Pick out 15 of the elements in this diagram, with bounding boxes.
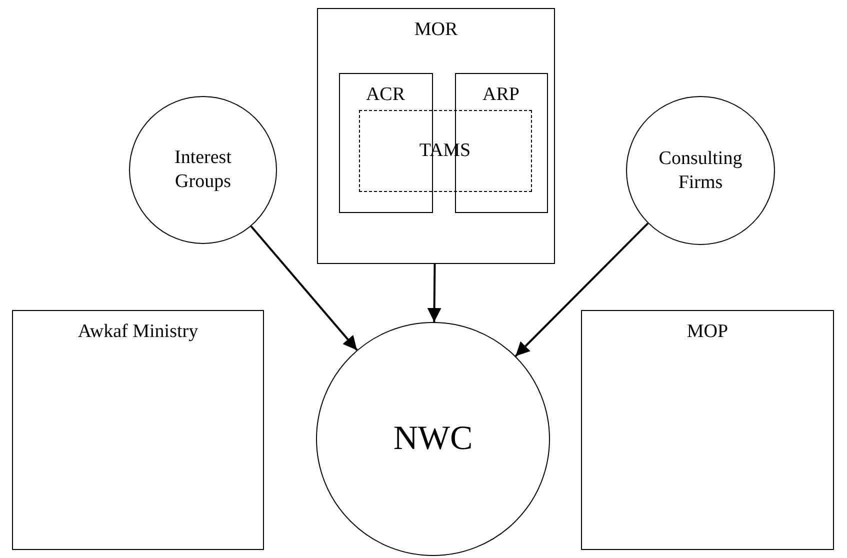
node-label: ACR — [366, 82, 406, 106]
node-label: Awkaf Ministry — [78, 320, 198, 344]
group-box — [317, 8, 555, 264]
node-label: MOR — [414, 18, 458, 42]
node-label: ARP — [482, 82, 520, 106]
arrow — [514, 222, 649, 357]
ministry-box — [581, 310, 834, 550]
arrow — [250, 226, 358, 351]
ministry-box — [12, 310, 264, 550]
node-label: Consulting Firms — [658, 146, 744, 194]
node-label: Interest Groups — [174, 146, 232, 194]
dashed-box — [358, 110, 532, 192]
node-label: MOP — [686, 320, 728, 344]
arrow — [427, 264, 442, 322]
node-label: NWC — [393, 418, 473, 459]
